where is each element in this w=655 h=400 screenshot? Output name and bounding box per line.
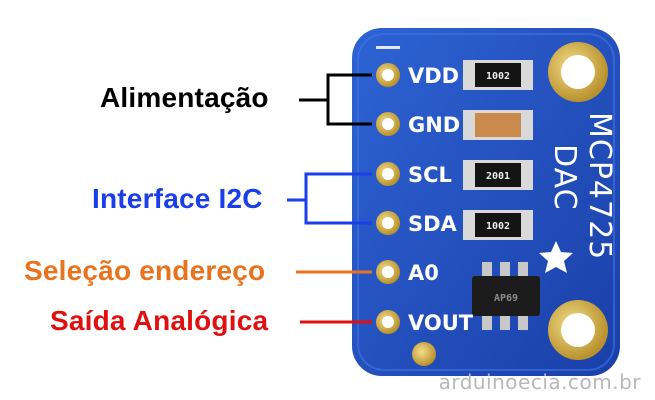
svg-text:AP69: AP69 xyxy=(494,293,518,304)
mounting-hole-bottom xyxy=(548,300,608,360)
resistor-2: 2001 xyxy=(463,160,533,190)
capacitor xyxy=(463,110,533,140)
star-logo-icon xyxy=(539,241,573,273)
svg-text:1002: 1002 xyxy=(486,221,510,232)
label-address: Seleção endereço xyxy=(24,255,266,286)
pin-label-vout: VOUT xyxy=(408,311,474,335)
watermark: arduinoecia.com.br xyxy=(438,370,641,394)
mounting-hole-top xyxy=(548,42,608,102)
bracket-power xyxy=(299,73,372,126)
pin-pads xyxy=(376,63,436,366)
label-output: Saída Analógica xyxy=(50,305,269,336)
svg-text:2001: 2001 xyxy=(486,171,510,182)
resistor-1: 1002 xyxy=(463,60,533,90)
dac-chip: AP69 xyxy=(472,262,540,330)
pin-label-scl: SCL xyxy=(408,163,452,187)
resistor-3: 1002 xyxy=(463,210,533,240)
svg-text:1002: 1002 xyxy=(486,71,510,82)
label-power: Alimentação xyxy=(100,82,269,113)
pcb-board xyxy=(352,28,620,376)
pin-label-vdd: VDD xyxy=(408,64,459,88)
silkscreen-name: MCP4725 xyxy=(582,112,617,260)
pin-label-gnd: GND xyxy=(408,113,460,137)
pin-label-sda: SDA xyxy=(408,212,458,236)
silkscreen-type: DAC xyxy=(547,144,582,211)
bracket-i2c xyxy=(287,172,372,225)
label-i2c: Interface I2C xyxy=(92,183,263,214)
pin-label-a0: A0 xyxy=(408,261,439,285)
